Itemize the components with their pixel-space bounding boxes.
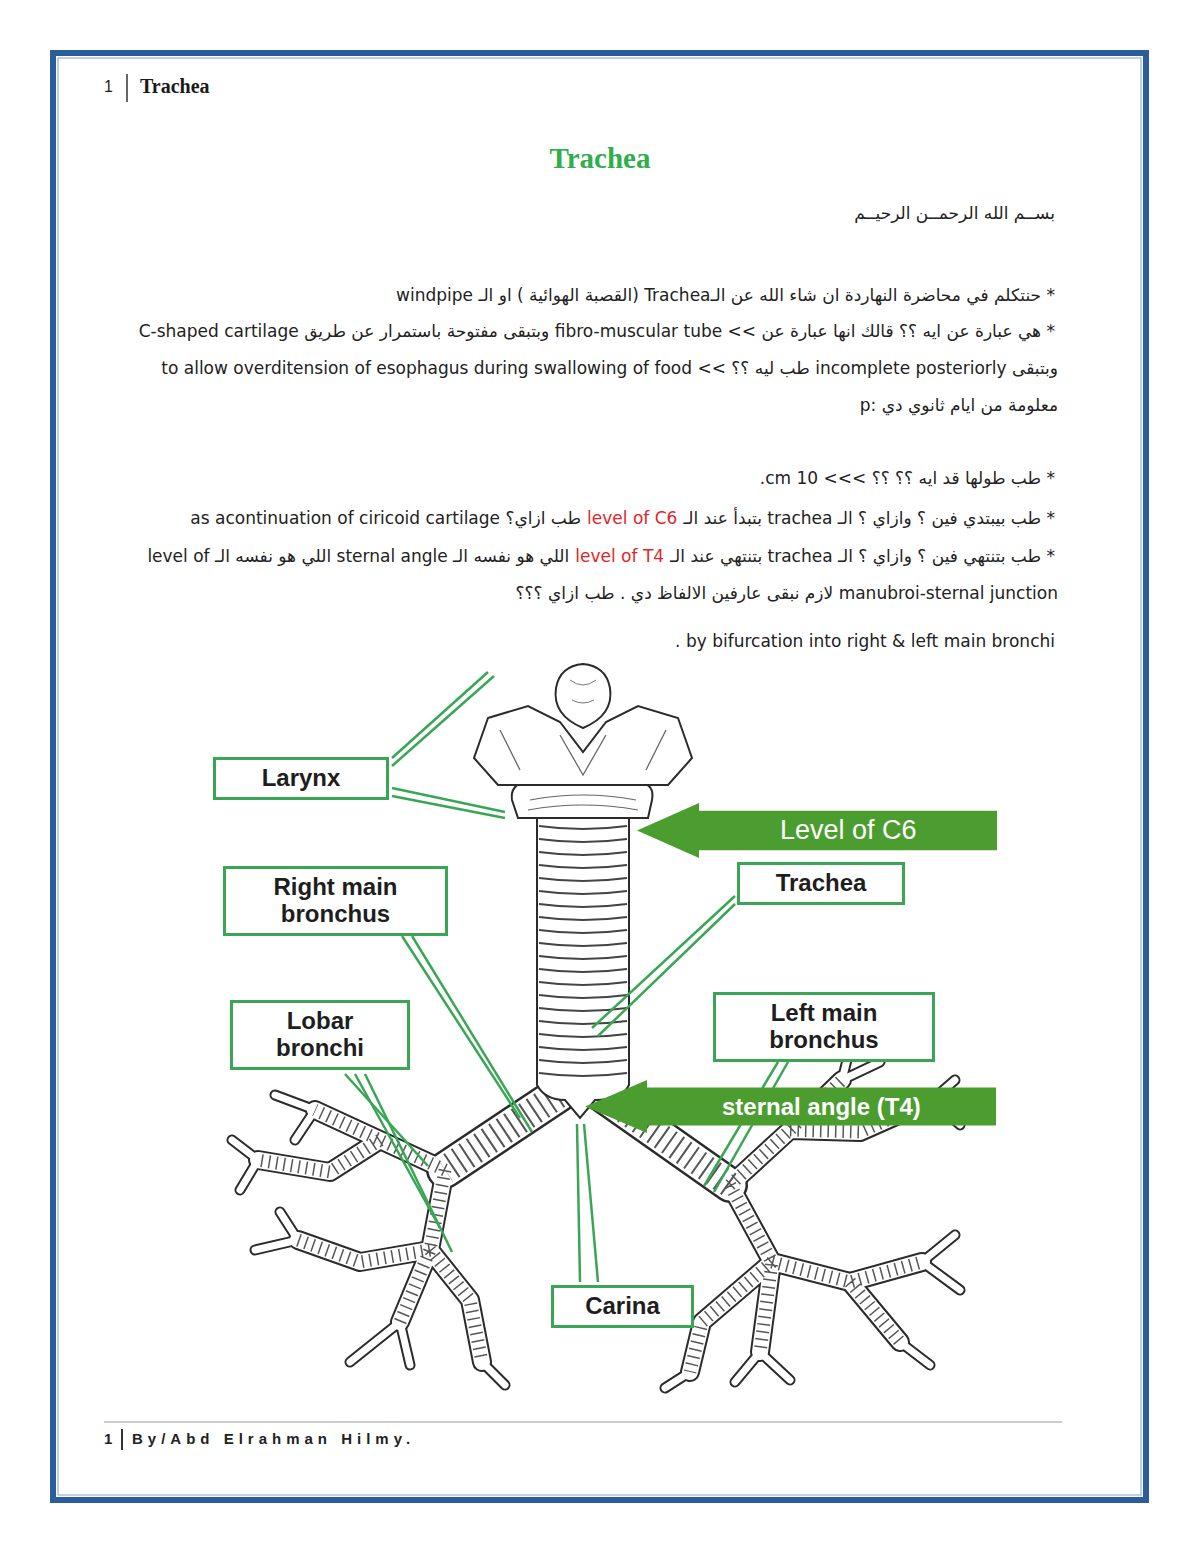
label-box: Left main bronchus (713, 992, 935, 1062)
note-text: * طب طولها قد ايه ؟؟ ؟؟ >>> 10 cm. (760, 468, 1055, 488)
box-label: Trachea (749, 870, 893, 897)
footer-rule (104, 1421, 1062, 1423)
page-number: 1 (104, 1430, 112, 1447)
header-separator (126, 74, 128, 102)
box-label: Left main bronchus (725, 1000, 923, 1054)
author-credit: By/Abd Elrahman Hilmy. (132, 1430, 415, 1447)
note-paragraph: * طب بيبتدي فين ؟ وازاي ؟ الـ trachea بت… (130, 500, 1058, 537)
note-text: طب ازاي؟ as acontinuation of ciricoid ca… (190, 508, 581, 528)
label-box: Trachea (737, 862, 905, 905)
note-paragraph: * طب طولها قد ايه ؟؟ ؟؟ >>> 10 cm. (130, 460, 1058, 497)
arrow-shape (585, 1080, 996, 1133)
header-title: Trachea (140, 75, 210, 98)
level-arrow: sternal angle (T4) (585, 1080, 996, 1133)
note-paragraph: * هي عبارة عن ايه ؟؟ قالك انها عبارة عن … (130, 313, 1058, 424)
note-text: بســم الله الرحمــن الرحيــم (854, 203, 1055, 223)
label-box: Larynx (213, 757, 389, 800)
page-border (58, 58, 1141, 1495)
label-box: Carina (551, 1285, 694, 1328)
note-text: by bifurcation into right & left main br… (675, 631, 1055, 651)
page-title: Trachea (0, 142, 1200, 175)
label-box: Lobar bronchi (230, 1000, 410, 1070)
arrow-label: sternal angle (T4) (722, 1093, 921, 1121)
epiglottis (556, 664, 611, 728)
footer-separator (121, 1429, 123, 1450)
note-text: * طب بيبتدي فين ؟ وازاي ؟ الـ trachea بت… (683, 508, 1055, 528)
highlighted-term: level of T4 (575, 546, 664, 566)
highlighted-term: level of C6 (587, 508, 677, 528)
note-text: * طب بتنتهي فين ؟ وازاي ؟ الـ trachea بت… (670, 546, 1055, 566)
box-label: Larynx (225, 765, 377, 792)
note-paragraph: * طب بتنتهي فين ؟ وازاي ؟ الـ trachea بت… (130, 538, 1058, 612)
note-paragraph: بســم الله الرحمــن الرحيــم (130, 195, 1058, 232)
trachea-tube (537, 815, 629, 1118)
box-label: Carina (563, 1293, 682, 1320)
label-box: Right main bronchus (223, 866, 448, 936)
leader-lines (345, 672, 788, 1282)
page-number: 1 (104, 78, 113, 96)
note-paragraph: by bifurcation into right & left main br… (130, 623, 1058, 660)
page-border (53, 53, 1146, 1500)
cricoid-cartilage (512, 782, 653, 818)
arrow-shape (637, 803, 997, 858)
box-label: Right main bronchus (235, 874, 436, 928)
note-text: * حنتكلم في محاضرة النهاردة ان شاء الله … (396, 285, 1055, 305)
note-paragraph: * حنتكلم في محاضرة النهاردة ان شاء الله … (130, 277, 1058, 314)
tracheal-rings (539, 826, 627, 1076)
level-arrow: Level of C6 (637, 803, 997, 858)
box-label: Lobar bronchi (242, 1008, 398, 1062)
arrow-label: Level of C6 (780, 815, 917, 846)
note-text: * هي عبارة عن ايه ؟؟ قالك انها عبارة عن … (139, 321, 1058, 415)
